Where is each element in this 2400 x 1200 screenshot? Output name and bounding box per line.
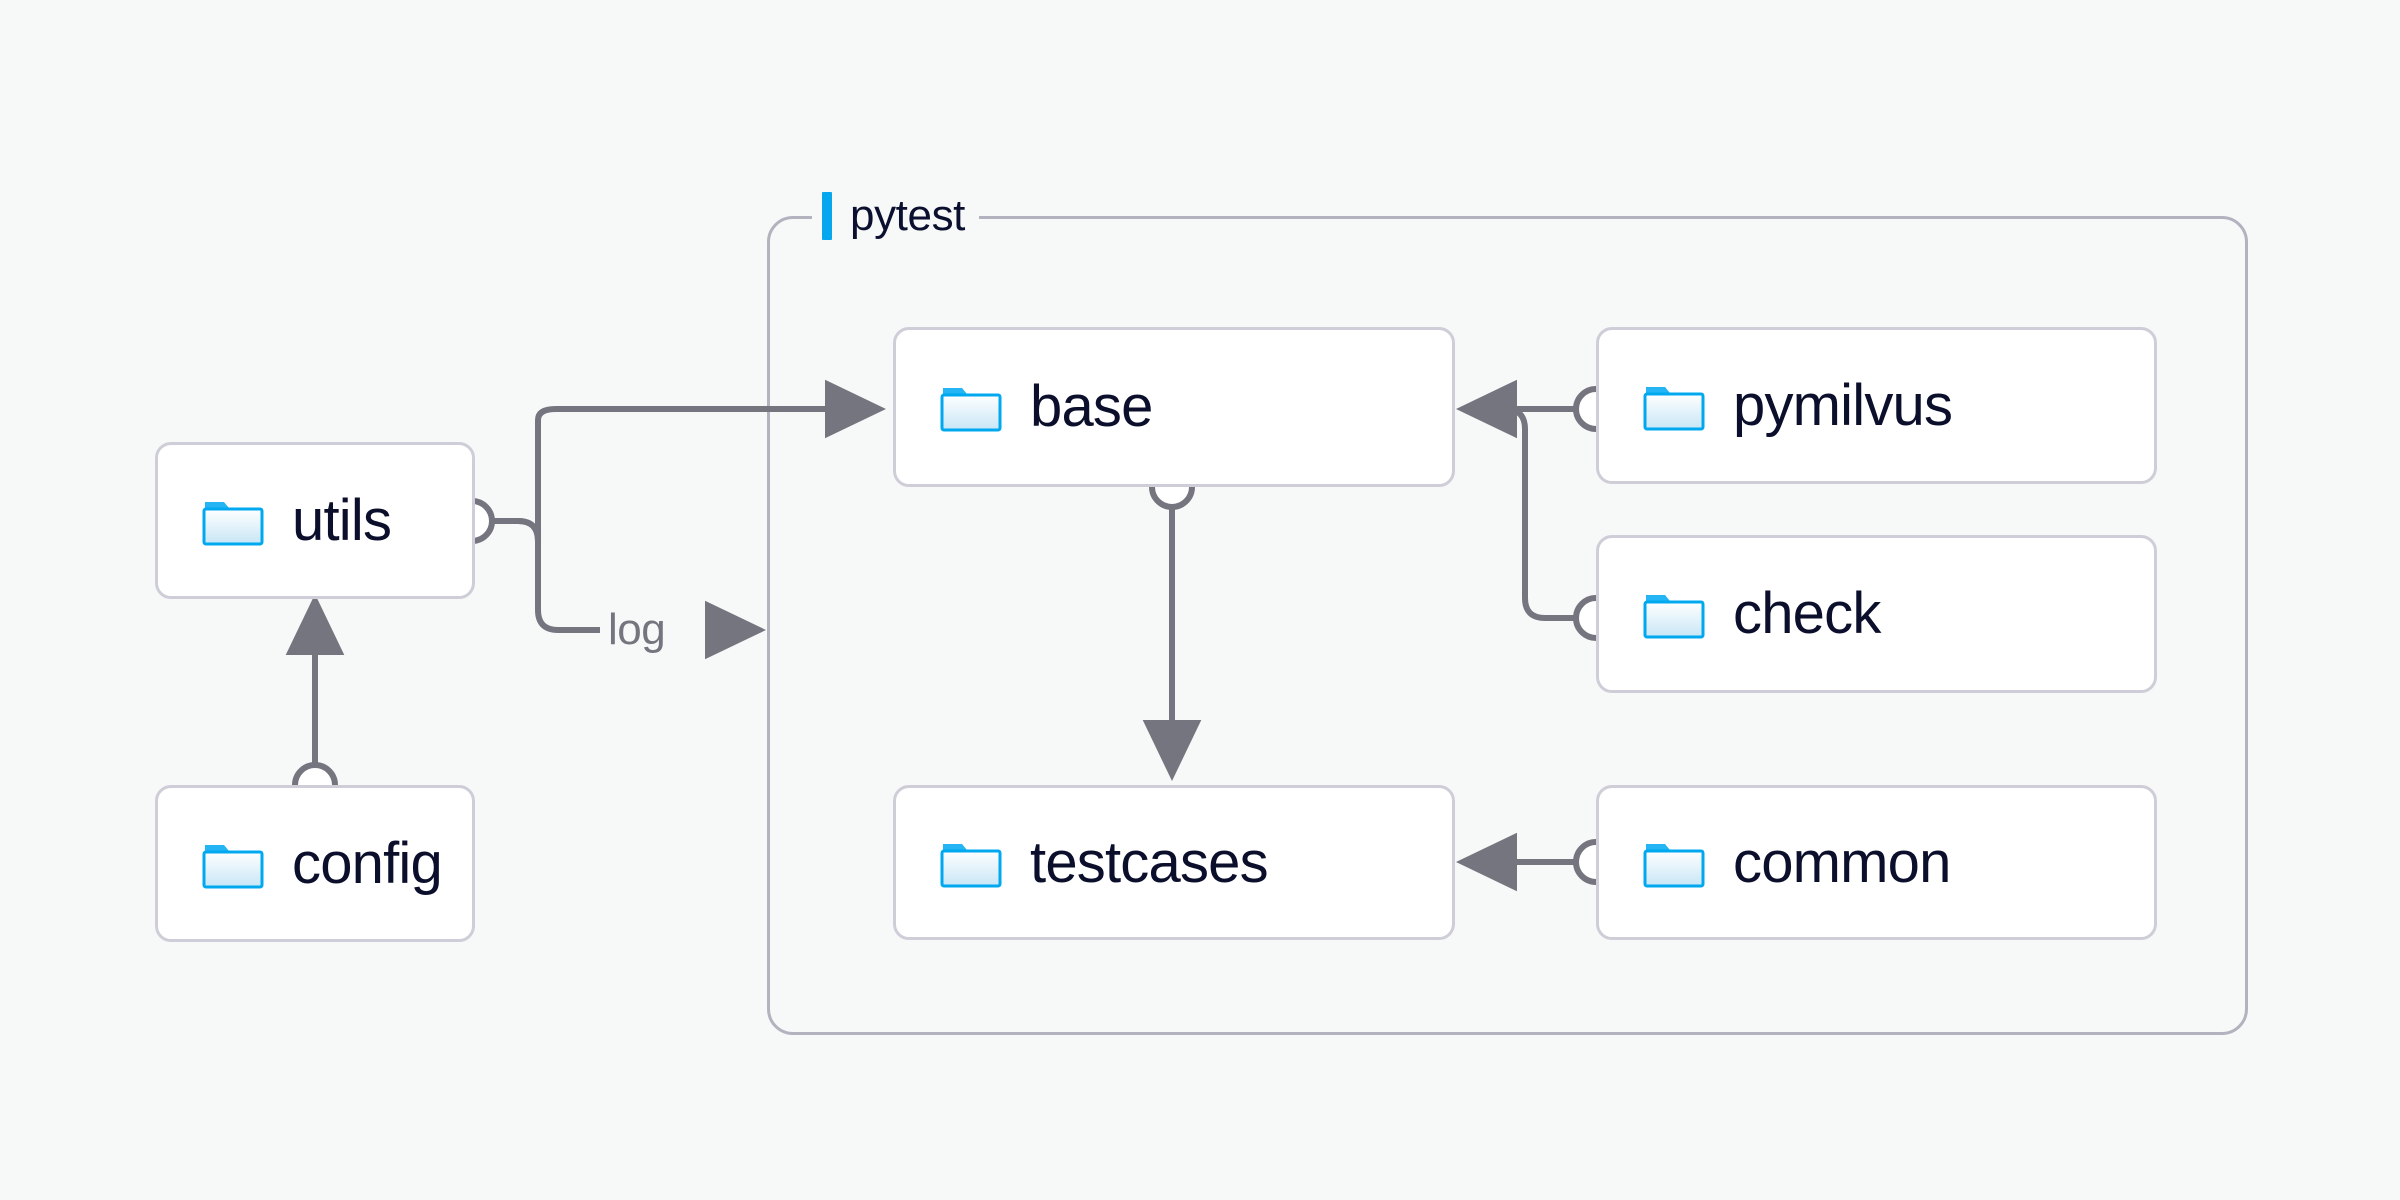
edge-utils-to-log [492, 518, 600, 633]
folder-icon [940, 843, 1002, 887]
folder-icon [1643, 595, 1705, 639]
folder-icon [202, 844, 264, 888]
group-title-text: pytest [850, 191, 965, 240]
node-label-base: base [1030, 374, 1153, 439]
node-label-common: common [1733, 829, 1951, 895]
edge-label-log: log [608, 605, 666, 654]
node-config[interactable]: config [155, 785, 475, 942]
node-label-check: check [1733, 581, 1881, 646]
node-testcases[interactable]: testcases [893, 785, 1455, 940]
node-label-config: config [292, 830, 443, 896]
node-base[interactable]: base [893, 327, 1455, 487]
folder-icon [940, 388, 1002, 432]
node-check[interactable]: check [1596, 535, 2157, 693]
node-pymilvus[interactable]: pymilvus [1596, 327, 2157, 484]
edge-config-to-utils [285, 593, 345, 808]
node-utils[interactable]: utils [155, 442, 475, 599]
node-label-utils: utils [292, 487, 392, 553]
group-container-pytest [767, 216, 2248, 1035]
folder-icon [1643, 843, 1705, 887]
node-label-testcases: testcases [1030, 829, 1269, 895]
node-label-pymilvus: pymilvus [1733, 372, 1953, 438]
group-label-pytest: pytest [812, 188, 979, 244]
node-common[interactable]: common [1596, 785, 2157, 940]
folder-icon [202, 501, 264, 545]
folder-icon [1643, 386, 1705, 430]
group-accent-bar [822, 192, 832, 240]
